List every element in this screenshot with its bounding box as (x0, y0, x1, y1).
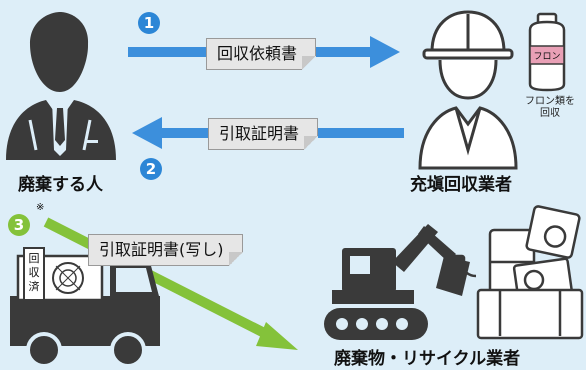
step-3-badge: 3 (8, 214, 30, 236)
worker-icon (418, 10, 518, 170)
truck-icon (10, 247, 160, 368)
copy-arrow (43, 217, 298, 350)
pickup-certificate-copy-label: 引取証明書(写し) (88, 234, 243, 266)
freon-tank-label: フロン (533, 52, 561, 62)
recycler-caption: 廃棄物・リサイクル業者 (334, 349, 521, 369)
freon-recovery-note-line1: フロン類を (525, 96, 575, 107)
appliances-icon (450, 205, 584, 340)
footnote-mark: ※ (36, 202, 45, 213)
filler-caption: 充塡回収業者 (410, 175, 512, 195)
excavator-icon (324, 224, 470, 340)
freon-recovery-note-line2: 回収 (540, 108, 560, 119)
step-2-badge: 2 (140, 158, 162, 180)
recovered-stamp: 回収済 (28, 252, 40, 293)
freon-cylinder-icon (528, 12, 566, 92)
request-form-label: 回収依頼書 (206, 38, 317, 70)
step-1-badge: 1 (138, 12, 160, 34)
pickup-certificate-label: 引取証明書 (208, 118, 319, 150)
disposer-caption: 廃棄する人 (18, 175, 103, 195)
